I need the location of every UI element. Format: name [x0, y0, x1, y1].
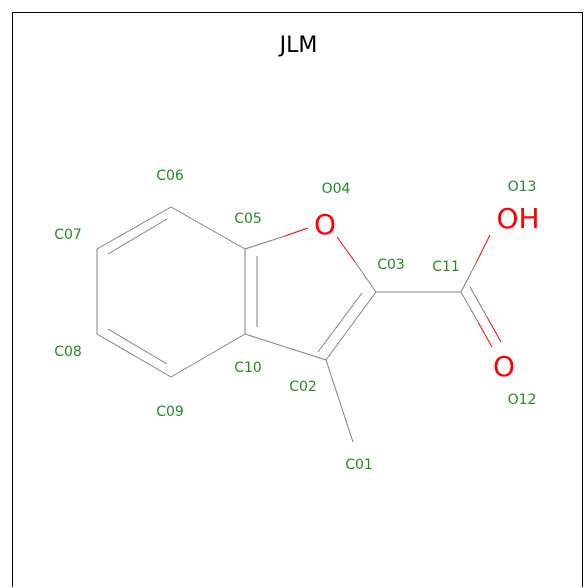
- bond-c08-c09-inner: [107, 328, 168, 365]
- hydroxyl-symbol: OH: [496, 202, 539, 235]
- molecule-title: JLM: [279, 33, 318, 58]
- bond-c03-c02-inner: [317, 292, 363, 353]
- atom-label-o04: O04: [322, 181, 351, 197]
- atom-label-c06: C06: [156, 168, 184, 184]
- atom-label-c05: C05: [234, 211, 262, 227]
- atom-label-c02: C02: [289, 379, 317, 395]
- bond-c05-o04: [244, 235, 286, 250]
- atom-label-c08: C08: [54, 344, 82, 360]
- bond-c05-c06: [170, 206, 246, 250]
- bond-c06-c07: [96, 206, 172, 250]
- atom-label-c10: C10: [234, 360, 262, 376]
- bond-c11-o12-second-red: [486, 316, 502, 343]
- bond-c11-o12-second: [469, 286, 488, 318]
- atom-label-c09: C09: [156, 404, 184, 420]
- bond-o04-c03-red: [336, 236, 356, 263]
- atom-label-o12: O12: [508, 392, 537, 408]
- diagram-frame: JLM: [12, 12, 583, 587]
- bond-c02-c10: [244, 333, 327, 361]
- bond-c11-o13: [460, 262, 477, 293]
- heteroatom-symbols: O O OH: [314, 202, 540, 383]
- carbonyl-oxygen-symbol: O: [493, 350, 515, 383]
- bond-c02-c01: [325, 359, 354, 443]
- bond-o04-c03: [354, 261, 377, 293]
- atom-label-c03: C03: [377, 257, 405, 273]
- bond-c05-o04-red: [284, 227, 309, 237]
- bond-c11-o13-red: [475, 234, 491, 264]
- bond-c03-c02: [325, 291, 377, 361]
- atom-label-c07: C07: [54, 227, 82, 243]
- atom-label-o13: O13: [508, 179, 537, 195]
- atom-label-c01: C01: [345, 457, 373, 473]
- atom-labels: C06 C07 C08 C09 C10 C05 O04 C03 C11 O13 …: [54, 168, 536, 473]
- bond-c11-o12: [460, 291, 479, 323]
- atom-label-c11: C11: [432, 259, 460, 275]
- bonds: [96, 206, 502, 443]
- bond-c08-c09: [96, 333, 172, 378]
- bond-c09-c10: [170, 333, 246, 378]
- ring-oxygen-symbol: O: [314, 208, 336, 241]
- bond-c11-o12-red: [477, 321, 493, 348]
- bond-c06-c07-inner: [107, 218, 168, 255]
